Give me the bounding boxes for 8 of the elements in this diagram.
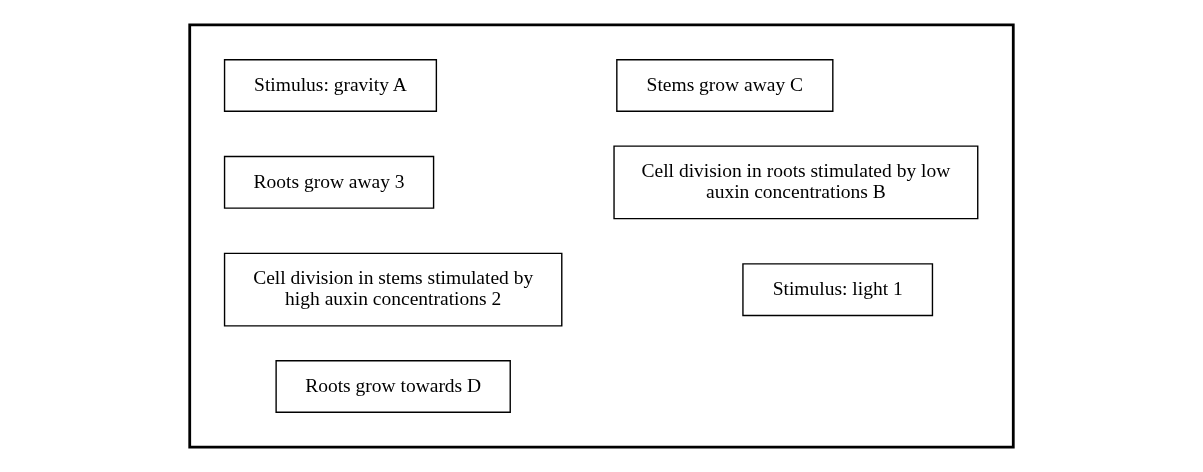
cluster [188,23,1015,449]
node-box: Cell division in stems stimulated by high auxin concentrations 2 [223,252,563,327]
node-box: Roots grow towards D [275,360,511,413]
node-box: Stems grow away C [616,59,834,112]
node-box: Stimulus: light 1 [742,263,934,317]
node-box: Stimulus: gravity A [223,59,438,112]
node-box: Cell division in roots stimulated by low auxin concentrations B [613,145,979,220]
node-box: Roots grow away 3 [223,155,435,209]
